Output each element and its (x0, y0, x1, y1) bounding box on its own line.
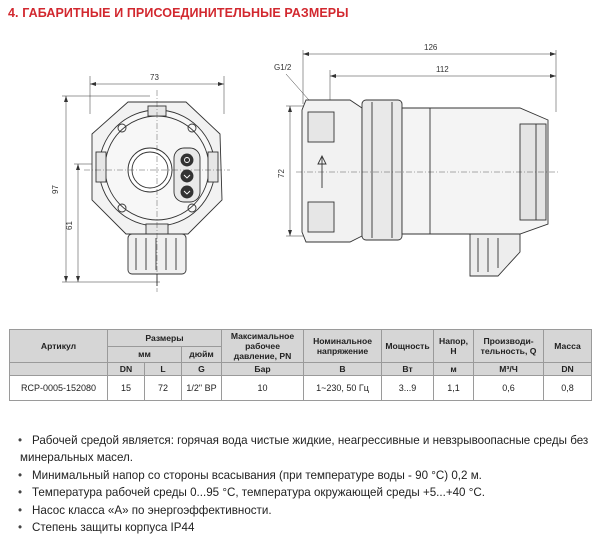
unit-article (9, 362, 108, 376)
unit-power: Вт (381, 362, 435, 376)
cell-g: 1/2" ВР (180, 375, 223, 401)
technical-drawing: 73 97 61 (51, 43, 560, 292)
dim-side-length-inner: 112 (436, 65, 449, 74)
cell-flow: 0,6 (473, 375, 545, 401)
unit-pressure: Бар (221, 362, 305, 376)
spec-table: Артикул Размеры Максимальное рабочее дав… (9, 329, 593, 401)
unit-head: м (433, 362, 475, 376)
dim-front-height: 97 (51, 185, 60, 194)
note-item: Рабочей средой является: горячая вода чи… (18, 432, 594, 467)
unit-flow: М³/Ч (473, 362, 545, 376)
unit-l: L (144, 362, 182, 376)
header-mass: Масса (543, 329, 593, 363)
note-item: Температура рабочей среды 0...95 °C, тем… (18, 484, 594, 502)
section-heading: 4. ГАБАРИТНЫЕ И ПРИСОЕДИНИТЕЛЬНЫЕ РАЗМЕР… (8, 6, 349, 20)
side-view (285, 50, 560, 277)
note-item: Минимальный напор со стороны всасывания … (18, 467, 594, 485)
table-row: RCP-0005-152080 15 72 1/2" ВР 10 1~230, … (9, 375, 593, 401)
dim-front-height-lower: 61 (65, 221, 74, 230)
header-head: Напор, Н (433, 329, 475, 363)
header-pressure: Максимальное рабочее давление, PN (221, 329, 305, 363)
header-inch: дюйм (180, 345, 223, 363)
header-sizes: Размеры (106, 329, 223, 347)
header-power: Мощность (381, 329, 435, 363)
cell-l: 72 (144, 375, 182, 401)
header-flow: Производи-тельность, Q (473, 329, 545, 363)
cell-head: 1,1 (433, 375, 475, 401)
cell-power: 3...9 (381, 375, 435, 401)
front-view (62, 76, 230, 292)
header-mm: мм (107, 345, 182, 363)
dim-front-width: 73 (150, 73, 159, 82)
cell-mass: 0,8 (543, 375, 593, 401)
header-article: Артикул (9, 329, 108, 363)
notes-list: Рабочей средой является: горячая вода чи… (18, 432, 594, 536)
cell-pressure: 10 (221, 375, 305, 401)
dim-side-length: 126 (424, 43, 438, 52)
unit-g: G (180, 362, 223, 376)
cell-voltage: 1~230, 50 Гц (303, 375, 383, 401)
header-voltage: Номинальное напряжение (303, 329, 383, 363)
dim-side-height: 72 (277, 169, 286, 178)
note-item: Степень защиты корпуса IP44 (18, 519, 594, 536)
cell-article: RCP-0005-152080 (9, 375, 108, 401)
unit-voltage: В (303, 362, 383, 376)
thread-label: G1/2 (274, 63, 292, 72)
note-item: Насос класса «А» по энергоэффективности. (18, 502, 594, 520)
unit-dn: DN (107, 362, 145, 376)
cell-dn: 15 (107, 375, 145, 401)
unit-mass: DN (543, 362, 593, 376)
